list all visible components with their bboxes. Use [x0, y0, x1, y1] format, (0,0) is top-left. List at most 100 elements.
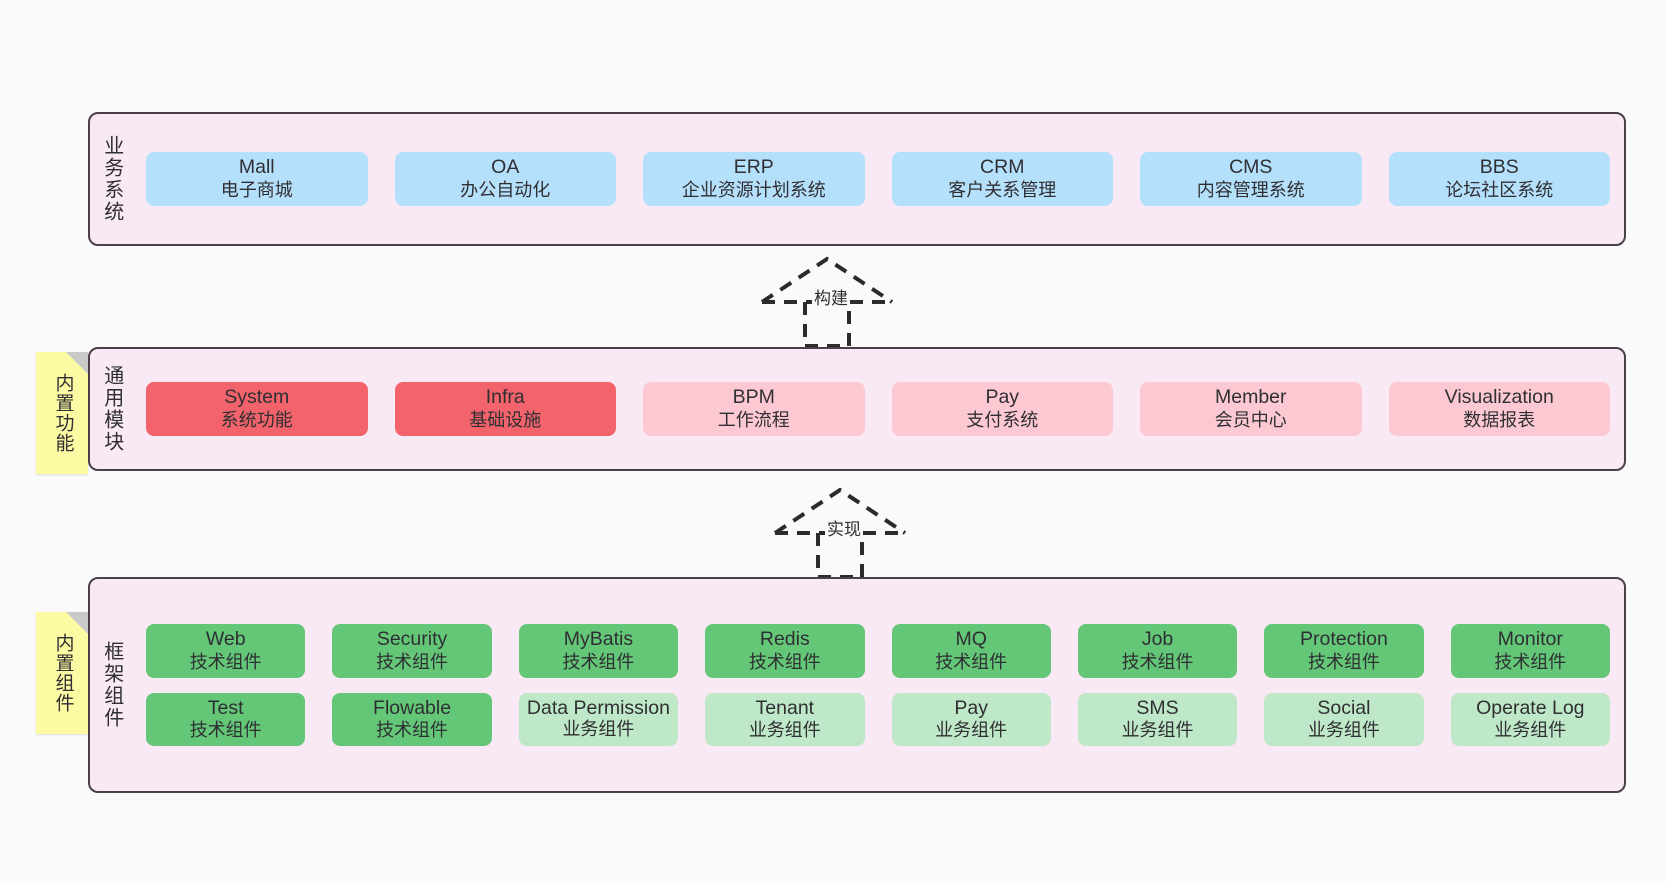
layer-title-general-modules: 通用模块 — [100, 365, 123, 453]
layer-body-business-systems: Mall 电子商城 OA 办公自动化 ERP 企业资源计划系统 CRM 客户关系… — [132, 114, 1624, 244]
card-title: Protection — [1300, 627, 1388, 650]
connector-label: 构建 — [812, 284, 850, 309]
card-subtitle: 技术组件 — [376, 720, 449, 741]
card-title: Flowable — [373, 696, 452, 719]
layer-framework-components: 框架组件 Web 技术组件 Security 技术组件 MyBatis 技术组件… — [88, 577, 1626, 793]
card-sms[interactable]: SMS 业务组件 — [1077, 692, 1238, 747]
card-oa[interactable]: OA 办公自动化 — [394, 152, 616, 206]
card-mq[interactable]: MQ 技术组件 — [891, 623, 1051, 678]
card-subtitle: 会员中心 — [1214, 409, 1287, 430]
card-subtitle: 业务组件 — [1121, 720, 1194, 741]
card-title: Member — [1214, 386, 1287, 409]
layer-title-business-systems: 业务系统 — [100, 135, 123, 223]
card-flowable[interactable]: Flowable 技术组件 — [332, 692, 492, 747]
card-title: MQ — [955, 627, 987, 650]
connector-implement: 实现 — [770, 487, 920, 579]
card-pay-business[interactable]: Pay 业务组件 — [891, 692, 1051, 747]
card-test[interactable]: Test 技术组件 — [146, 692, 306, 747]
sticky-note-label: 内置组件 — [52, 633, 74, 713]
card-title: CRM — [980, 156, 1025, 179]
card-subtitle: 技术组件 — [1494, 651, 1567, 672]
card-subtitle: 技术组件 — [1307, 651, 1380, 672]
card-member[interactable]: Member 会员中心 — [1140, 382, 1362, 436]
card-subtitle: 业务组件 — [935, 720, 1008, 741]
card-subtitle: 技术组件 — [1121, 651, 1194, 672]
card-social[interactable]: Social 业务组件 — [1264, 692, 1424, 747]
sticky-note-builtin-features: 内置功能 — [36, 352, 88, 474]
card-title: Social — [1317, 696, 1371, 719]
card-data-permission[interactable]: Data Permission 业务组件 — [518, 692, 679, 747]
card-title: Visualization — [1444, 386, 1554, 409]
layer-general-modules: 通用模块 System 系统功能 Infra 基础设施 BPM 工作流程 Pay… — [88, 347, 1626, 471]
card-subtitle: 内容管理系统 — [1196, 179, 1305, 200]
card-title: Job — [1141, 627, 1174, 650]
card-subtitle: 电子商城 — [220, 179, 293, 200]
card-title: Redis — [759, 627, 810, 650]
card-subtitle: 业务组件 — [1494, 720, 1567, 741]
card-title: Monitor — [1497, 627, 1563, 650]
card-web[interactable]: Web 技术组件 — [146, 623, 306, 678]
card-visualization[interactable]: Visualization 数据报表 — [1388, 382, 1610, 436]
page-fold-icon — [66, 352, 88, 374]
card-title: CMS — [1229, 156, 1273, 179]
card-title: OA — [491, 156, 520, 179]
card-title: BBS — [1479, 156, 1519, 179]
sticky-note-builtin-components: 内置组件 — [36, 612, 88, 734]
card-title: Operate Log — [1476, 696, 1585, 719]
card-security[interactable]: Security 技术组件 — [332, 623, 492, 678]
card-protection[interactable]: Protection 技术组件 — [1264, 623, 1424, 678]
card-subtitle: 技术组件 — [748, 651, 821, 672]
card-subtitle: 数据报表 — [1463, 409, 1536, 430]
card-mybatis[interactable]: MyBatis 技术组件 — [518, 623, 679, 678]
card-title: Test — [207, 696, 244, 719]
card-subtitle: 业务组件 — [1307, 720, 1380, 741]
card-title: ERP — [733, 156, 774, 179]
card-operate-log[interactable]: Operate Log 业务组件 — [1450, 692, 1610, 747]
card-title: Data Permission — [526, 697, 670, 720]
card-subtitle: 技术组件 — [189, 651, 262, 672]
card-subtitle: 系统功能 — [220, 409, 293, 430]
card-redis[interactable]: Redis 技术组件 — [705, 623, 865, 678]
card-title: Tenant — [755, 696, 815, 719]
card-bpm[interactable]: BPM 工作流程 — [643, 382, 865, 436]
card-infra[interactable]: Infra 基础设施 — [394, 382, 616, 436]
card-mall[interactable]: Mall 电子商城 — [146, 152, 368, 206]
hollow-triangle-up-icon — [773, 487, 907, 535]
cell-row: Test 技术组件 Flowable 技术组件 Data Permission … — [146, 692, 1610, 747]
card-cms[interactable]: CMS 内容管理系统 — [1140, 152, 1362, 206]
layer-body-framework-components: Web 技术组件 Security 技术组件 MyBatis 技术组件 Redi… — [132, 579, 1624, 791]
connector-label: 实现 — [825, 515, 863, 540]
card-system[interactable]: System 系统功能 — [146, 382, 368, 436]
card-bbs[interactable]: BBS 论坛社区系统 — [1388, 152, 1610, 206]
card-title: Security — [376, 627, 448, 650]
card-subtitle: 办公自动化 — [460, 179, 551, 200]
card-subtitle: 技术组件 — [935, 651, 1008, 672]
card-monitor[interactable]: Monitor 技术组件 — [1450, 623, 1610, 678]
layer-business-systems: 业务系统 Mall 电子商城 OA 办公自动化 ERP 企业资源计划系统 CRM… — [88, 112, 1626, 246]
layer-body-general-modules: System 系统功能 Infra 基础设施 BPM 工作流程 Pay 支付系统… — [132, 349, 1624, 469]
card-crm[interactable]: CRM 客户关系管理 — [891, 152, 1113, 206]
card-title: System — [224, 386, 290, 409]
card-subtitle: 论坛社区系统 — [1445, 179, 1554, 200]
card-erp[interactable]: ERP 企业资源计划系统 — [643, 152, 865, 206]
card-subtitle: 技术组件 — [376, 651, 449, 672]
card-subtitle: 业务组件 — [748, 720, 821, 741]
cell-row: System 系统功能 Infra 基础设施 BPM 工作流程 Pay 支付系统… — [146, 382, 1610, 436]
card-title: Pay — [954, 696, 988, 719]
cell-row: Web 技术组件 Security 技术组件 MyBatis 技术组件 Redi… — [146, 623, 1610, 678]
card-subtitle: 基础设施 — [469, 409, 542, 430]
card-subtitle: 工作流程 — [717, 409, 790, 430]
hollow-triangle-up-icon — [760, 256, 894, 304]
card-job[interactable]: Job 技术组件 — [1077, 623, 1238, 678]
card-pay[interactable]: Pay 支付系统 — [891, 382, 1113, 436]
card-tenant[interactable]: Tenant 业务组件 — [705, 692, 865, 747]
card-title: SMS — [1136, 696, 1179, 719]
cell-row: Mall 电子商城 OA 办公自动化 ERP 企业资源计划系统 CRM 客户关系… — [146, 152, 1610, 206]
layer-title-framework-components: 框架组件 — [100, 641, 123, 729]
card-title: BPM — [732, 386, 775, 409]
card-subtitle: 技术组件 — [189, 720, 262, 741]
card-title: Mall — [238, 156, 275, 179]
card-title: Web — [205, 627, 246, 650]
card-title: MyBatis — [563, 627, 634, 650]
